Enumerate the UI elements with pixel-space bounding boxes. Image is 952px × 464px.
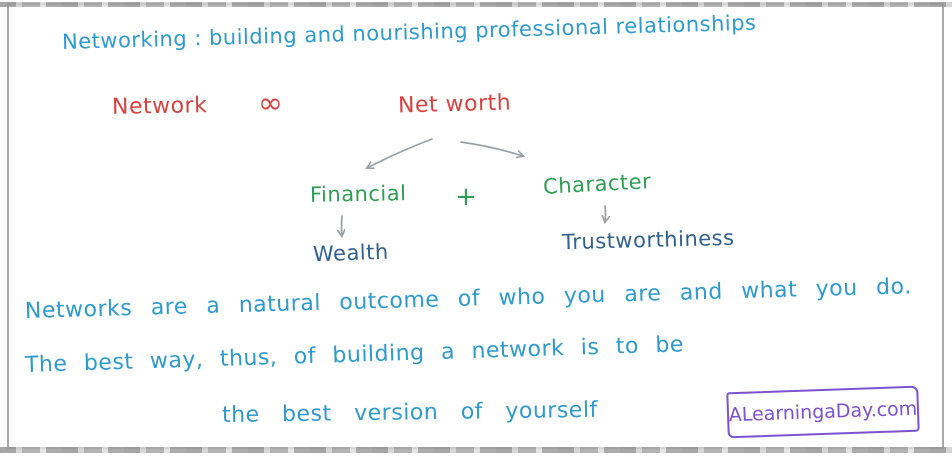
paragraph-line-3: the best version of yourself <box>221 397 598 428</box>
equation-term-network: Network <box>111 93 208 120</box>
note-heading: Networking : building and nourishing pro… <box>61 10 757 54</box>
equation-term-net-worth: Net worth <box>397 90 512 119</box>
frame-bottom-edge <box>0 447 952 453</box>
leaf-wealth-label: Wealth <box>312 239 390 267</box>
plus-icon: + <box>455 182 478 212</box>
infinity-icon: ∞ <box>258 86 284 121</box>
branch-character-label: Character <box>542 169 652 199</box>
arrow-down-right-icon <box>460 141 523 156</box>
frame-top-edge <box>0 2 952 7</box>
branch-financial-label: Financial <box>309 181 407 207</box>
arrow-down-character-icon <box>605 205 606 222</box>
arrow-down-left-icon <box>367 138 433 168</box>
paragraph-line-1: Networks are a natural outcome of who yo… <box>24 274 912 324</box>
arrow-down-financial-icon <box>342 215 343 236</box>
paragraph-line-2: The best way, thus, of building a networ… <box>24 332 685 378</box>
leaf-trustworthiness-label: Trustworthiness <box>561 225 735 255</box>
watermark-badge: ALearningaDay.com <box>726 385 920 439</box>
watermark-text: ALearningaDay.com <box>728 397 918 427</box>
sketch-frame-border <box>7 3 944 449</box>
